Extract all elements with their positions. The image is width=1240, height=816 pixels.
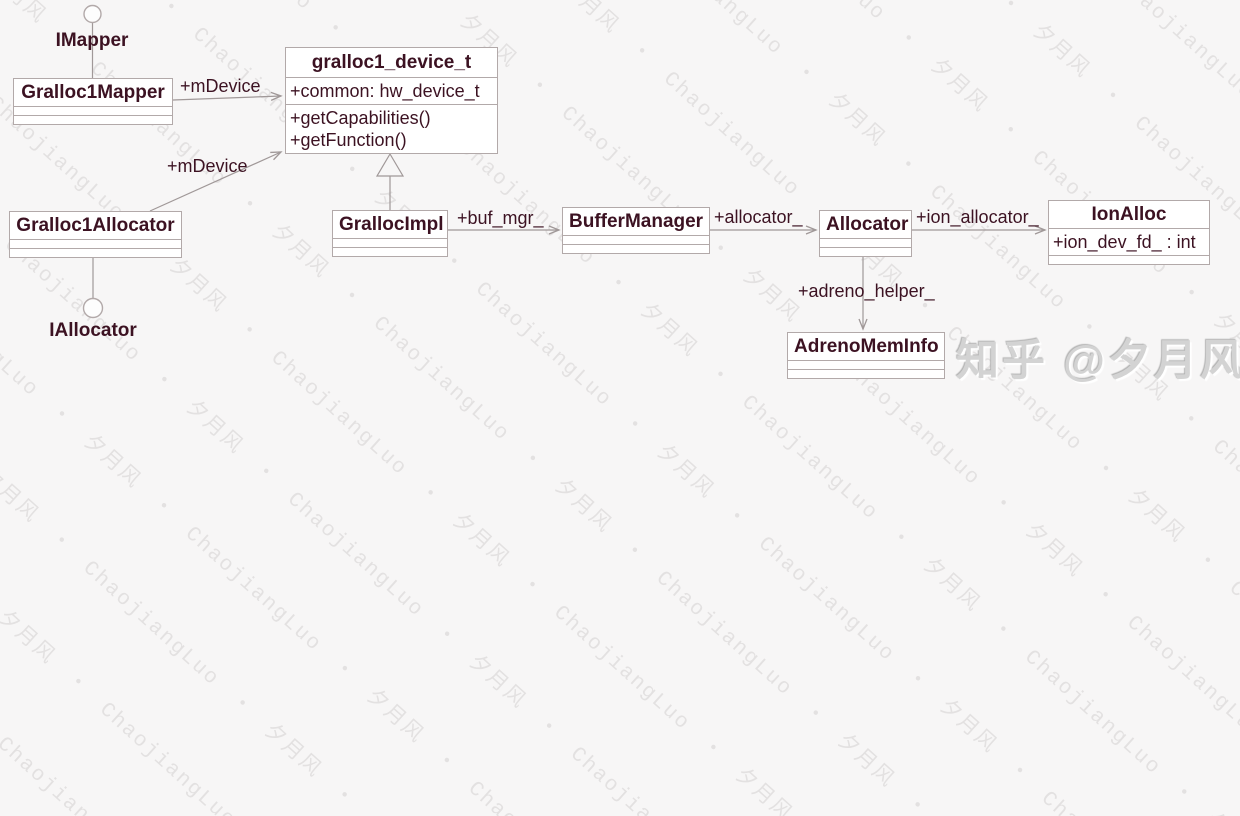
methods-compartment <box>14 116 172 124</box>
class-adreno-mem-info: AdrenoMemInfo <box>787 332 945 379</box>
inheritance-triangle-icon <box>375 152 405 177</box>
class-title: gralloc1_device_t <box>286 48 497 78</box>
imapper-interface-label: IMapper <box>55 30 129 51</box>
class-gralloc1-device-t: gralloc1_device_t +common: hw_device_t +… <box>285 47 498 154</box>
methods-compartment: +getCapabilities() +getFunction() <box>286 105 497 153</box>
class-buffer-manager: BufferManager <box>562 207 710 254</box>
methods-compartment <box>820 248 911 256</box>
class-title: Gralloc1Allocator <box>10 212 181 240</box>
attributes-compartment <box>563 236 709 245</box>
method: +getCapabilities() <box>290 108 431 128</box>
attributes-compartment <box>820 239 911 248</box>
edge-allocator-mdevice <box>149 151 283 212</box>
imapper-interface-circle <box>83 4 102 24</box>
methods-compartment <box>788 370 944 378</box>
methods-compartment <box>10 249 181 257</box>
attributes-compartment <box>333 239 447 248</box>
edge-label-mdevice-allocator: +mDevice <box>167 156 248 176</box>
zhihu-watermark-badge: 知乎 @夕月风 <box>956 337 1240 385</box>
class-title: GrallocImpl <box>333 211 447 239</box>
edge-label-mdevice-mapper: +mDevice <box>180 76 261 96</box>
methods-compartment <box>563 245 709 253</box>
class-gralloc1-mapper: Gralloc1Mapper <box>13 78 173 125</box>
edge-label-buf-mgr: +buf_mgr_ <box>457 208 544 228</box>
methods-compartment <box>1049 256 1209 264</box>
connector-layer <box>82 4 1047 331</box>
attribute: +ion_dev_fd_ : int <box>1053 232 1196 252</box>
class-title: Gralloc1Mapper <box>14 79 172 107</box>
attributes-compartment <box>14 107 172 116</box>
edge-label-adreno-helper: +adreno_helper_ <box>798 281 935 301</box>
iallocator-interface-label: IAllocator <box>49 320 137 341</box>
class-title: Allocator <box>820 211 911 239</box>
class-allocator: Allocator <box>819 210 912 257</box>
attributes-compartment: +ion_dev_fd_ : int <box>1049 229 1209 256</box>
iallocator-interface-circle <box>82 297 104 319</box>
class-gralloc1-allocator: Gralloc1Allocator <box>9 211 182 258</box>
attributes-compartment <box>10 240 181 249</box>
edge-label-allocator: +allocator_ <box>714 207 803 227</box>
method: +getFunction() <box>290 130 407 150</box>
attributes-compartment: +common: hw_device_t <box>286 78 497 105</box>
attribute: +common: hw_device_t <box>290 81 480 101</box>
methods-compartment <box>333 248 447 256</box>
edge-label-ion-allocator: +ion_allocator_ <box>916 207 1039 227</box>
class-title: BufferManager <box>563 208 709 236</box>
class-title: AdrenoMemInfo <box>788 333 944 361</box>
class-title: IonAlloc <box>1049 201 1209 229</box>
edge-mapper-mdevice <box>172 91 283 101</box>
class-gralloc-impl: GrallocImpl <box>332 210 448 257</box>
class-ion-alloc: IonAlloc +ion_dev_fd_ : int <box>1048 200 1210 265</box>
attributes-compartment <box>788 361 944 370</box>
